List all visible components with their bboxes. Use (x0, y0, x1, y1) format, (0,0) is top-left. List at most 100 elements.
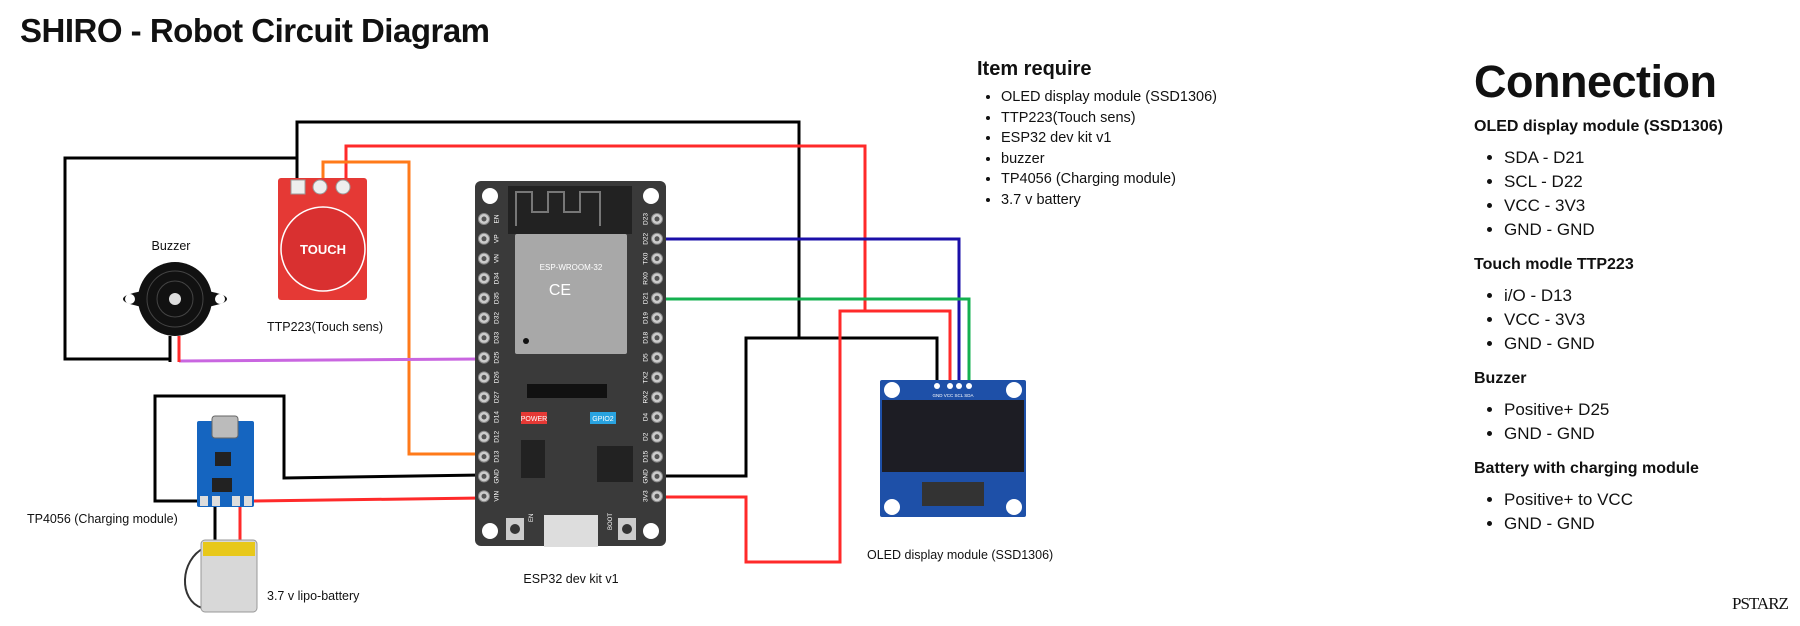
pin-label: TX0 (643, 252, 650, 264)
pin-label: GND (494, 469, 501, 484)
pin-hole (481, 454, 487, 460)
pin-hole (481, 355, 487, 361)
connection-section: Connection OLED display module (SSD1306)… (1474, 56, 1794, 548)
pin-hole (654, 374, 660, 380)
buzzer (123, 262, 227, 336)
pstarz-logo: PSTARZ (1732, 594, 1789, 613)
pin-label: TX2 (643, 371, 650, 383)
pin-label: D14 (494, 411, 501, 423)
pin-hole (654, 236, 660, 242)
pin-hole (654, 394, 660, 400)
list-item: ESP32 dev kit v1 (1001, 128, 1217, 149)
items-required-list: OLED display module (SSD1306) TTP223(Tou… (977, 87, 1217, 211)
wire-tp-gnd (153, 394, 483, 503)
tp4056-label: TP4056 (Charging module) (27, 512, 178, 526)
touch-sensor-module: TOUCH (278, 178, 367, 300)
pin-hole (481, 315, 487, 321)
battery-label: 3.7 v lipo-battery (267, 589, 360, 603)
pin-label: GND (643, 469, 650, 484)
pin-label: D26 (494, 371, 501, 383)
wire-tp-vin (252, 496, 483, 503)
pin-label: D23 (643, 213, 650, 225)
gpio2-led-label: GPIO2 (592, 416, 614, 423)
connection-heading: Connection (1474, 56, 1717, 107)
pin-hole (481, 414, 487, 420)
pin-hole (654, 414, 660, 420)
pin-hole (654, 256, 660, 262)
pin-label: D33 (494, 331, 501, 343)
pin-label: D13 (494, 450, 501, 462)
list-item: Positive+ to VCC (1504, 488, 1794, 512)
pin-label: RX0 (643, 272, 650, 285)
oled-display-module: GND VCC SCL SDA (880, 380, 1026, 517)
lipo-battery (184, 539, 258, 613)
wire-touch-io (321, 160, 481, 456)
list-item: GND - GND (1504, 512, 1794, 536)
pin-hole (481, 256, 487, 262)
pin-label: VN (494, 254, 501, 263)
pin-hole (481, 394, 487, 400)
pin-hole (481, 236, 487, 242)
pin-hole (654, 473, 660, 479)
pin-hole (481, 275, 487, 281)
pin-label: D21 (643, 292, 650, 304)
list-item: 3.7 v battery (1001, 190, 1217, 211)
wire-sda (660, 297, 971, 386)
list-item: SCL - D22 (1504, 170, 1794, 194)
list-item: VCC - 3V3 (1504, 308, 1794, 332)
esp32-board: ESP-WROOM-32 CE POWER GPIO2 EN BOOT EN VP… (475, 181, 666, 547)
list-item: GND - GND (1504, 422, 1794, 446)
items-required-heading: Item require (977, 58, 1092, 80)
esp-module-label: ESP-WROOM-32 (540, 263, 603, 272)
pin-hole (481, 434, 487, 440)
pin-hole (654, 493, 660, 499)
power-led-label: POWER (521, 416, 547, 423)
pin-label: D19 (643, 312, 650, 324)
pin-hole (481, 493, 487, 499)
pin-label: D5 (643, 353, 650, 362)
pin-label: D2 (643, 432, 650, 441)
group-title-buzzer: Buzzer (1474, 370, 1527, 387)
pin-hole (654, 454, 660, 460)
pin-hole (654, 355, 660, 361)
ce-mark-icon: CE (549, 282, 571, 299)
wire-touch-gnd (295, 120, 801, 338)
pin-label: D22 (643, 232, 650, 244)
wire-scl (660, 237, 961, 386)
buzzer-label: Buzzer (152, 239, 191, 253)
list-item: GND - GND (1504, 332, 1794, 356)
oled-label: OLED display module (SSD1306) (867, 548, 1053, 562)
boot-button-label: BOOT (608, 513, 614, 530)
group-title-oled: OLED display module (SSD1306) (1474, 118, 1723, 135)
pin-hole (481, 295, 487, 301)
pin-hole (654, 335, 660, 341)
items-required-section: Item require OLED display module (SSD130… (977, 58, 1217, 211)
pin-label: D12 (494, 430, 501, 442)
pin-hole (654, 434, 660, 440)
pin-hole (654, 275, 660, 281)
pin-hole (481, 473, 487, 479)
list-item: TP4056 (Charging module) (1001, 169, 1217, 190)
pin-label: EN (494, 214, 501, 223)
en-button-label: EN (529, 514, 535, 522)
list-item: i/O - D13 (1504, 284, 1794, 308)
pin-label: VIN (494, 490, 501, 501)
list-item: OLED display module (SSD1306) (1001, 87, 1217, 108)
touch-button-label: TOUCH (300, 242, 346, 257)
list-item: buzzer (1001, 149, 1217, 170)
pin-label: D34 (494, 272, 501, 284)
list-item: VCC - 3V3 (1504, 194, 1794, 218)
pin-hole (481, 216, 487, 222)
esp32-label: ESP32 dev kit v1 (523, 572, 618, 586)
page-title: SHIRO - Robot Circuit Diagram (20, 12, 490, 49)
wire-oled-gnd (660, 336, 939, 478)
list-item: GND - GND (1504, 218, 1794, 242)
pin-hole (654, 295, 660, 301)
pin-label: D4 (643, 412, 650, 421)
touch-label: TTP223(Touch sens) (267, 320, 383, 334)
pin-label: D15 (643, 450, 650, 462)
wire-buzzer-gnd (63, 156, 297, 361)
pin-label: VP (494, 234, 501, 243)
wire-touch-vcc (344, 144, 867, 311)
